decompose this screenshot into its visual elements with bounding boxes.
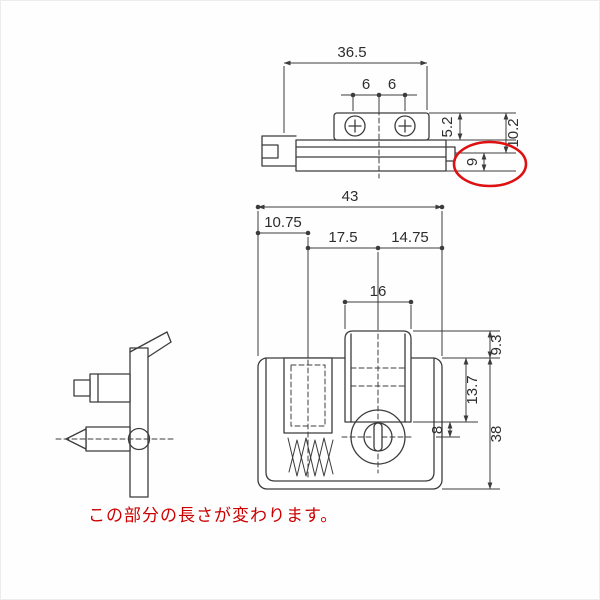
- note-text: この部分の長さが変わります。: [88, 506, 338, 525]
- top-view: [261, 101, 456, 179]
- dim-label-front-b: 13.7: [464, 375, 481, 404]
- red-highlight-ellipse: [452, 140, 528, 188]
- dim-label-body-width: 43: [342, 188, 359, 205]
- dim-label-post-right: 6: [388, 76, 396, 93]
- dim-label-front-height: 38: [488, 426, 505, 443]
- side-view-connector: [89, 373, 131, 403]
- side-view-plate: [129, 347, 149, 498]
- dim-label-offset-right: 14.75: [391, 229, 429, 246]
- dim-label-latch-width: 16: [370, 283, 387, 300]
- top-view-right-step: [445, 146, 456, 162]
- dim-label-side-a: 5.2: [439, 117, 456, 138]
- dim-label-front-a: 9.3: [488, 335, 505, 356]
- front-housing-inner-outline: [265, 357, 435, 482]
- middle-dimensions: 43 10.75 17.5 14.75 16: [255, 188, 445, 358]
- side-view: [55, 331, 177, 498]
- top-view-left-notch: [261, 144, 279, 159]
- top-view-left-tab: [261, 135, 297, 167]
- top-view-base-plate: [295, 139, 447, 172]
- side-view-connector-tip: [73, 379, 91, 397]
- dim-label-offset-mid: 17.5: [328, 229, 357, 246]
- dim-label-top-width: 36.5: [337, 44, 366, 61]
- front-view: [257, 330, 443, 490]
- dim-label-side-b: 10.2: [505, 118, 522, 147]
- hatch-scribble-2: [288, 439, 334, 477]
- dim-label-post-left: 6: [362, 76, 370, 93]
- keyway-slot: [373, 422, 383, 452]
- dim-label-side-c: 9: [464, 158, 481, 166]
- top-dimensions: 36.5 6 6 5.2 10.2 9: [283, 44, 522, 172]
- key-cylinder-outer: [350, 409, 406, 465]
- front-dimensions: 9.3 13.7 8 38: [413, 330, 505, 490]
- dim-label-offset-left: 10.75: [264, 214, 302, 231]
- dim-label-front-c: 8: [429, 426, 446, 434]
